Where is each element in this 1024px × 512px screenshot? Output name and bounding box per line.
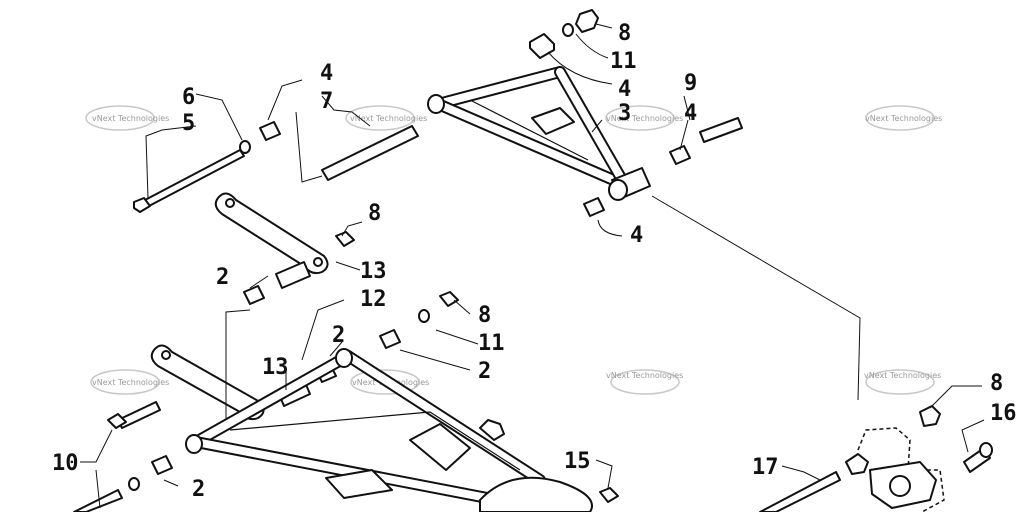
callout-2-right: 2: [478, 359, 491, 384]
lower-a-arm: [185, 348, 593, 512]
washer-upper: [562, 23, 574, 37]
nut-middle: [335, 231, 355, 247]
watermark-text-8: vNext Technologies: [864, 371, 941, 380]
arm-pivot-end-left: [427, 94, 445, 114]
callout-8-lowerarm: 8: [478, 303, 491, 328]
bushing-upper-c: [669, 145, 691, 165]
callout-11-top: 11: [610, 49, 637, 74]
leader-lines: [80, 23, 985, 509]
watermark-text-2: vNext Technologies: [350, 114, 427, 123]
bushing-upper-d: [583, 197, 605, 217]
washer-bolt: [239, 140, 251, 154]
callout-5: 5: [182, 111, 195, 136]
callout-11-lowerarm: 11: [478, 331, 505, 356]
bolt-short-head: [107, 413, 127, 429]
callout-16: 16: [990, 401, 1017, 426]
link-rod-upper: [214, 192, 329, 275]
callout-7: 7: [320, 89, 333, 114]
callout-4-lower: 4: [630, 223, 643, 248]
callout-8-spindle: 8: [990, 371, 1003, 396]
callout-4-left: 4: [320, 61, 333, 86]
watermark-1: vNext Technologies: [85, 105, 169, 131]
pivot-sleeve: [699, 117, 743, 143]
bolt-head: [133, 197, 151, 213]
upper-a-arm: [427, 66, 651, 201]
lower-arm-plate: [325, 469, 393, 499]
lower-arm-gusset: [409, 423, 471, 471]
nut-lower-arm: [439, 291, 459, 307]
watermark-7: vNext Technologies: [606, 369, 683, 395]
bolt-short-b: [73, 489, 123, 512]
watermark-text-1: vNext Technologies: [92, 114, 169, 123]
watermark-5: vNext Technologies: [90, 369, 169, 395]
callout-9: 9: [684, 71, 697, 96]
watermark-3: vNext Technologies: [605, 105, 683, 131]
callout-13-upper: 13: [360, 259, 387, 284]
callouts: 8 11 4 3 9 4 4 4 7 6 5 8 13 2 12 8 11 2 …: [52, 21, 1017, 502]
lower-ball-joint-housing: [479, 476, 593, 512]
nut-upper: [575, 9, 599, 33]
bushing-lower-arm-a: [379, 329, 401, 349]
bushing-lower-left: [151, 455, 173, 475]
callout-4-right: 4: [684, 101, 697, 126]
callout-4-top: 4: [618, 77, 631, 102]
bushing-middle-a: [243, 285, 265, 305]
watermark-text-3: vNext Technologies: [606, 114, 683, 123]
watermark-8: vNext Technologies: [864, 369, 941, 395]
shock-mount-bracket: [479, 419, 505, 441]
watermark-text-7: vNext Technologies: [606, 371, 683, 380]
watermark-text-4: vNext Technologies: [865, 114, 942, 123]
nut-grease: [599, 487, 619, 503]
washer-lower-arm: [418, 309, 430, 323]
spacer-middle: [275, 261, 311, 289]
callout-17: 17: [752, 455, 779, 480]
arm-gusset-plate: [531, 107, 575, 135]
bushing-upper-b: [259, 121, 281, 141]
callout-8-top: 8: [618, 21, 631, 46]
long-bolt-spindle: [759, 471, 841, 512]
washer-lower-left: [128, 477, 140, 491]
watermark-text-5: vNext Technologies: [92, 378, 169, 387]
callout-8-mid: 8: [368, 201, 381, 226]
lower-left-hardware: [73, 401, 619, 512]
callout-2-mid: 2: [332, 323, 345, 348]
callout-2-upper: 2: [216, 265, 229, 290]
callout-15: 15: [564, 449, 591, 474]
upper-hardware: [133, 9, 743, 217]
callout-10: 10: [52, 451, 79, 476]
nut-spindle: [919, 405, 941, 427]
callout-13-lower: 13: [262, 355, 289, 380]
callout-2-lower: 2: [192, 477, 205, 502]
callout-3: 3: [618, 101, 631, 126]
lower-arm-pivot-front: [185, 434, 203, 454]
callout-6: 6: [182, 85, 195, 110]
watermark-2: vNext Technologies: [345, 105, 427, 131]
spindle-knuckle: [651, 195, 993, 512]
watermark-4: vNext Technologies: [865, 105, 942, 131]
lower-arm-pivot-rear: [335, 348, 353, 368]
callout-12: 12: [360, 287, 387, 312]
spacer-tube: [321, 125, 419, 181]
